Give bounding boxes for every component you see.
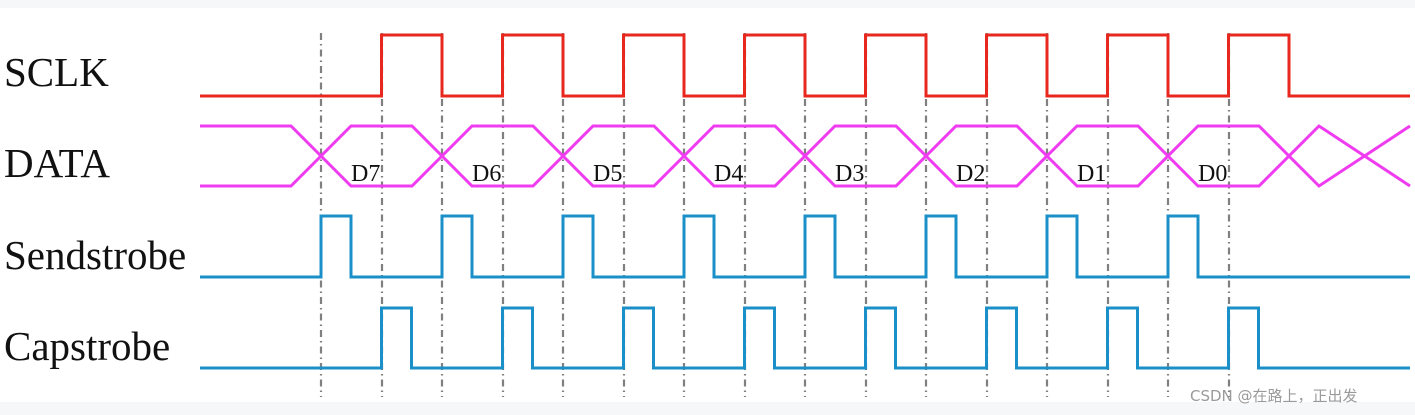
- signal-label-sendstrobe: Sendstrobe: [4, 232, 187, 278]
- bottom-band: [0, 402, 1415, 415]
- data-bit-label-d7: D7: [351, 161, 380, 187]
- sendstrobe-waveform: [200, 214, 1410, 279]
- data-bit-labels: D7 D6 D5 D4 D3 D2 D1 D0: [351, 161, 1227, 187]
- data-bit-label-d6: D6: [472, 161, 501, 187]
- top-band: [0, 0, 1415, 8]
- data-bit-label-d5: D5: [593, 161, 622, 187]
- sclk-waveform: [200, 33, 1410, 98]
- watermark: CSDN @在路上，正出发: [1190, 387, 1358, 405]
- capstrobe-waveform: [200, 306, 1410, 370]
- signal-label-sclk: SCLK: [4, 49, 109, 95]
- data-bit-label-d0: D0: [1198, 161, 1227, 187]
- data-bit-label-d2: D2: [956, 161, 985, 187]
- waveforms: [200, 33, 1411, 370]
- data-bit-label-d4: D4: [714, 161, 743, 187]
- signal-label-capstrobe: Capstrobe: [4, 323, 171, 369]
- data-waveform-lower: [200, 124, 1411, 188]
- data-bit-label-d3: D3: [835, 161, 864, 187]
- data-bit-label-d1: D1: [1077, 161, 1106, 187]
- signal-label-data: DATA: [4, 140, 111, 186]
